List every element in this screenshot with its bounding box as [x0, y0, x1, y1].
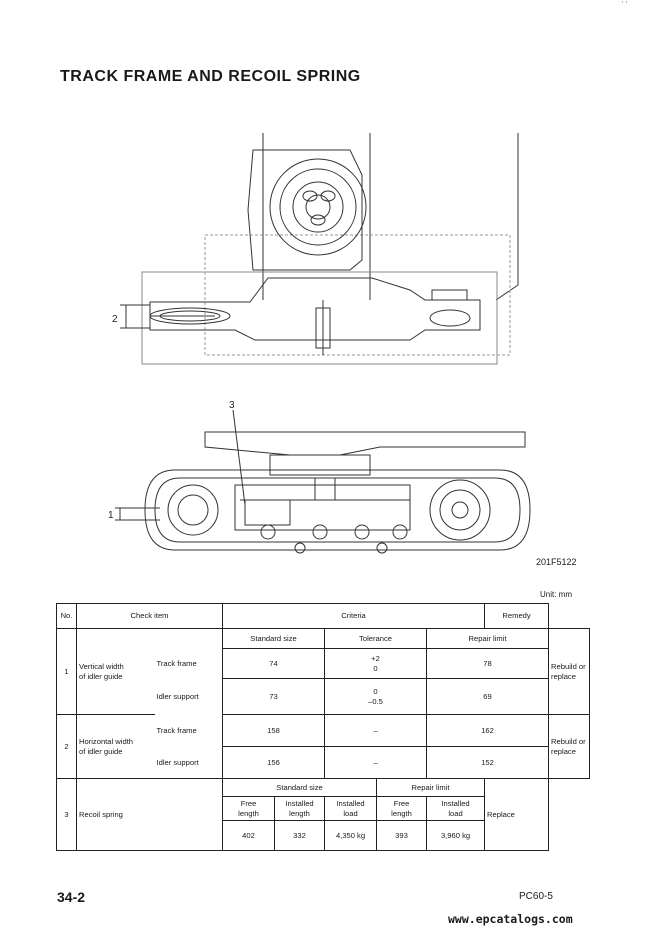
- table-header-row: No. Check item Criteria Remedy: [56, 603, 590, 629]
- unit-label: Unit: mm: [540, 590, 572, 599]
- spec-table: No. Check item Criteria Remedy 1 Vertica…: [56, 603, 590, 851]
- page-title: TRACK FRAME AND RECOIL SPRING: [60, 68, 361, 85]
- model-label: PC60-5: [519, 891, 553, 902]
- page-number: 34-2: [57, 889, 86, 905]
- corner-mark: ' ': [622, 0, 628, 9]
- table-row: Idler support 156 – 152: [57, 746, 590, 779]
- callout-3: 3: [229, 400, 235, 411]
- website-watermark: www.epcatalogs.com: [448, 912, 573, 926]
- table-row: 3 Recoil spring Standard size Repair lim…: [56, 778, 590, 851]
- table-row: Track frame 74 +2 0 78: [57, 648, 590, 679]
- table-row: 402 332 4,350 kg 393 3,960 kg: [57, 820, 590, 851]
- callout-1: 1: [108, 510, 114, 521]
- table-row: 2 Horizontal width of idler guide Track …: [56, 714, 590, 779]
- header-criteria: Criteria: [222, 603, 486, 629]
- header-check-item: Check item: [75, 603, 224, 629]
- callout-2: 2: [112, 314, 118, 325]
- header-no: No.: [56, 603, 77, 629]
- header-remedy: Remedy: [484, 603, 550, 629]
- table-row: Idler support 73 0 –0.5 69: [57, 678, 590, 715]
- track-frame-drawing: 2 1 3: [108, 133, 531, 554]
- table-row: 1 Vertical width of idler guide Standard…: [56, 628, 590, 715]
- figure-code: 201F5122: [536, 557, 577, 567]
